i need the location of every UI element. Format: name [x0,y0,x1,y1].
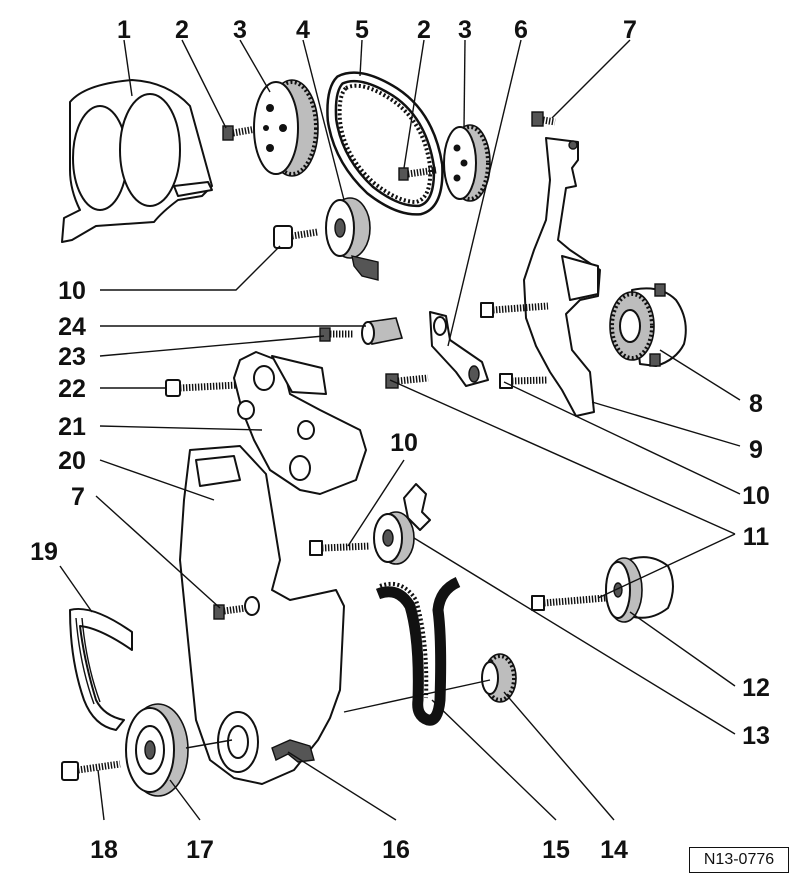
figure-reference-code: N13-0776 [689,847,789,873]
callout-7-lower: 7 [71,483,85,511]
belt-tensioner-pulley [325,197,379,281]
tensioner-bracket [429,311,489,387]
callout-22: 22 [58,375,86,403]
callout-24: 24 [58,313,86,341]
rear-cover-bolt [531,111,556,127]
callout-5: 5 [355,16,369,44]
retaining-clip [271,739,315,763]
callout-6: 6 [514,16,528,44]
spacer-sleeve [361,317,404,345]
callout-3-right: 3 [458,16,472,44]
callout-1: 1 [117,16,131,44]
callout-23: 23 [58,343,86,371]
callout-16: 16 [382,836,410,864]
callout-12: 12 [742,674,770,702]
engine-mount-bolt [165,379,239,397]
callout-17: 17 [186,836,214,864]
lower-timing-belt-cover [179,445,345,785]
tensioner-roller [605,556,674,623]
callout-3-left: 3 [233,16,247,44]
callout-7-top: 7 [623,16,637,44]
callout-11: 11 [743,523,770,551]
coolant-pump-lower-bolt [499,373,549,389]
callout-4: 4 [296,16,310,44]
idler-pulley [373,483,431,565]
camshaft-timing-belt [326,71,444,216]
rear-timing-cover-plate [523,137,601,417]
callout-20: 20 [58,447,86,475]
callout-9: 9 [749,436,763,464]
camshaft-gear-right [443,124,491,202]
engine-support-bracket [233,351,367,495]
callout-2-right: 2 [417,16,431,44]
tensioner-bolt [273,225,319,249]
upper-timing-belt-cover [61,79,213,243]
callout-13: 13 [742,722,770,750]
callout-labels: 1 2 3 4 5 2 3 6 7 10 24 23 22 21 20 10 7… [30,16,770,864]
callout-21: 21 [58,413,86,441]
ribbed-v-belt [69,608,133,731]
camshaft-gear-bolt-right [398,166,437,181]
callout-19: 19 [30,538,58,566]
callout-10-center: 10 [390,429,418,457]
coolant-pump-upper-bolt [480,302,549,318]
lower-cover-bolt [213,596,260,620]
coolant-pump [609,283,687,367]
idler-pulley-bolt [309,540,371,556]
toothed-belt [375,576,461,726]
idler-bracket-bolt [319,327,354,342]
tensioner-roller-bolt [531,594,607,611]
callout-10-upper-left: 10 [58,277,86,305]
crankshaft-gear [481,653,517,703]
callout-18: 18 [90,836,118,864]
leader-lines [59,39,741,821]
callout-14: 14 [600,836,628,864]
callout-10-right: 10 [742,482,770,510]
camshaft-gear-left [253,79,319,177]
pulley-bolt [61,760,121,781]
callout-8: 8 [749,390,763,418]
callout-15: 15 [542,836,570,864]
vibration-damper-pulley [125,703,189,797]
callout-2-left: 2 [175,16,189,44]
